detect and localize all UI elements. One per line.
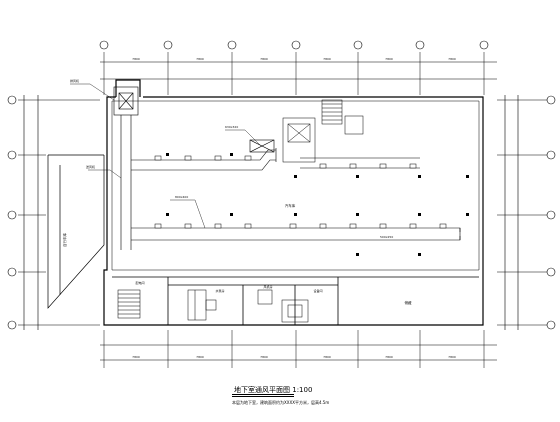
label-duct-1: 800x400 <box>175 195 188 199</box>
bottom-rooms <box>112 276 479 325</box>
label-room-d: 设备间 <box>313 288 322 293</box>
left-axis-bubbles <box>7 95 17 330</box>
label-left-strip: 自行车库 <box>62 233 67 247</box>
top-axis-bubbles <box>99 40 489 50</box>
main-duct-vertical <box>120 115 132 250</box>
leader-lines <box>70 83 261 229</box>
label-supply-fan: 送风机 <box>86 164 95 169</box>
bottom-axis-dimension-line <box>100 344 497 361</box>
left-axis-lines <box>18 95 100 330</box>
right-axis-lines <box>497 95 550 330</box>
stair-top-right <box>282 99 364 163</box>
bottom-dim-1: 7800 <box>132 355 140 359</box>
caption-underline-thin <box>232 396 294 397</box>
duct-branch-lower <box>131 227 461 241</box>
right-axis-bubbles <box>546 95 556 330</box>
bottom-room-details <box>117 289 309 323</box>
columns <box>166 153 469 256</box>
building-outline <box>103 79 484 326</box>
label-duct-2: 630x320 <box>225 125 238 129</box>
label-room-e: 储藏 <box>405 300 413 305</box>
label-room-a: 配电间 <box>135 280 144 285</box>
bottom-dim-6: 7800 <box>448 355 456 359</box>
top-dim-3: 7800 <box>260 57 268 61</box>
bottom-dim-2: 7800 <box>196 355 204 359</box>
drawing-caption: 地下室通风平面图 1:100 <box>234 385 312 395</box>
bottom-axis-ticks <box>103 330 485 368</box>
top-axis-ticks <box>103 52 485 95</box>
duct-branch-upper <box>131 148 420 171</box>
top-dim-1: 7800 <box>132 57 140 61</box>
bottom-dim-4: 7800 <box>323 355 331 359</box>
label-room-c: 风机房 <box>263 284 272 289</box>
top-dim-6: 7800 <box>448 57 456 61</box>
caption-underline-thick <box>232 394 294 395</box>
caption-note: 本层为地下室，建筑面积约为XXXX平方米，层高4.5m <box>232 400 330 405</box>
top-dim-4: 7800 <box>323 57 331 61</box>
label-room-b: 水泵房 <box>215 288 224 293</box>
ramp-area <box>47 154 105 309</box>
top-axis-dimension-line <box>100 61 497 80</box>
stair-core-top <box>113 86 139 116</box>
bottom-dim-3: 7800 <box>260 355 268 359</box>
caption-title: 地下室通风平面图 <box>234 386 290 394</box>
label-duct-3: 500x250 <box>380 235 393 239</box>
label-main-hall: 汽车库 <box>285 203 296 208</box>
caption-scale: 1:100 <box>292 386 313 394</box>
diffusers-lower <box>154 223 447 229</box>
fan-unit <box>249 139 275 153</box>
label-exhaust-fan: 排风机 <box>70 78 79 83</box>
inner-wall-line <box>111 100 480 271</box>
diffusers-upper <box>154 155 417 169</box>
bottom-dim-5: 7800 <box>385 355 393 359</box>
top-dim-5: 7800 <box>385 57 393 61</box>
top-dim-2: 7800 <box>196 57 204 61</box>
